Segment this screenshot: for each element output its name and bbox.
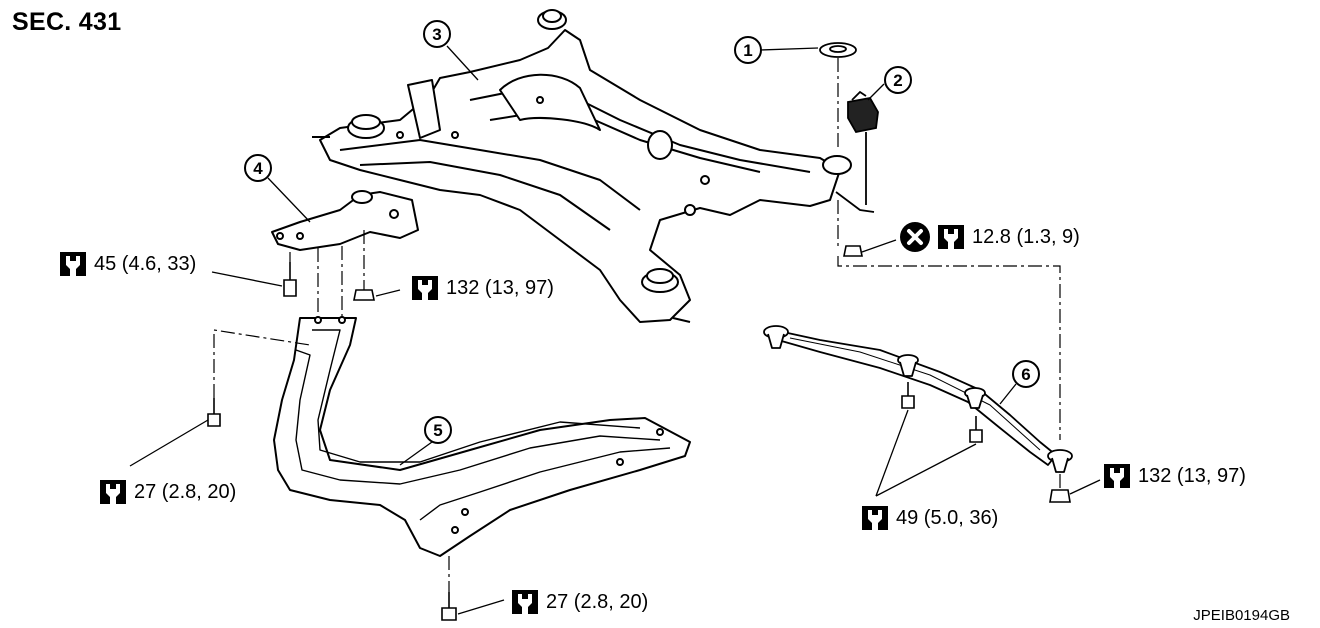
- member-bracket: [271, 190, 419, 251]
- figure-id: JPEIB0194GB: [1193, 607, 1290, 624]
- torque-value: 132 (13, 97): [1138, 464, 1246, 487]
- wrench-torque-icon: [938, 225, 964, 249]
- callout-6: 6: [1012, 360, 1040, 388]
- torque-label-45: 45 (4.6, 33): [60, 252, 196, 276]
- svg-text:6: 6: [1021, 365, 1030, 384]
- wrench-torque-icon: [1104, 464, 1130, 488]
- callout-1: 1: [734, 36, 762, 64]
- svg-text:5: 5: [433, 421, 442, 440]
- svg-text:4: 4: [253, 159, 263, 178]
- callout-2: 2: [884, 66, 912, 94]
- do-not-reuse-icon: [900, 222, 930, 252]
- torque-value: 45 (4.6, 33): [94, 252, 197, 275]
- svg-text:1: 1: [743, 41, 752, 60]
- washer: [819, 42, 857, 58]
- callout-markers: 3 1 2 4 5 6: [244, 20, 1040, 444]
- wrench-torque-icon: [862, 506, 888, 530]
- torque-label-132-right: 132 (13, 97): [1104, 464, 1246, 488]
- stabilizer-link: [763, 325, 1073, 473]
- torque-label-27-bottom: 27 (2.8, 20): [512, 590, 648, 614]
- torque-value: 132 (13, 97): [446, 276, 554, 299]
- callout-3: 3: [423, 20, 451, 48]
- torque-label-49: 49 (5.0, 36): [862, 506, 998, 530]
- torque-label-132-left: 132 (13, 97): [412, 276, 554, 300]
- torque-label-27-left: 27 (2.8, 20): [100, 480, 236, 504]
- torque-value: 27 (2.8, 20): [546, 590, 649, 613]
- fasteners: [207, 245, 1071, 621]
- wrench-torque-icon: [60, 252, 86, 276]
- wrench-torque-icon: [100, 480, 126, 504]
- torque-value: 12.8 (1.3, 9): [972, 225, 1080, 248]
- torque-value: 49 (5.0, 36): [896, 506, 999, 529]
- wrench-torque-icon: [412, 276, 438, 300]
- suspension-member: [312, 9, 852, 323]
- section-title: SEC. 431: [12, 8, 122, 36]
- callout-4: 4: [244, 154, 272, 182]
- leader-lines: [129, 45, 1101, 615]
- torque-value: 27 (2.8, 20): [134, 480, 237, 503]
- svg-text:3: 3: [432, 25, 441, 44]
- wrench-torque-icon: [512, 590, 538, 614]
- callout-5: 5: [424, 416, 452, 444]
- torque-label-12-8: 12.8 (1.3, 9): [900, 222, 1080, 252]
- member-stay: [273, 316, 691, 557]
- svg-text:2: 2: [893, 71, 902, 90]
- height-sensor: [835, 90, 879, 213]
- alignment-lines: [213, 58, 1061, 592]
